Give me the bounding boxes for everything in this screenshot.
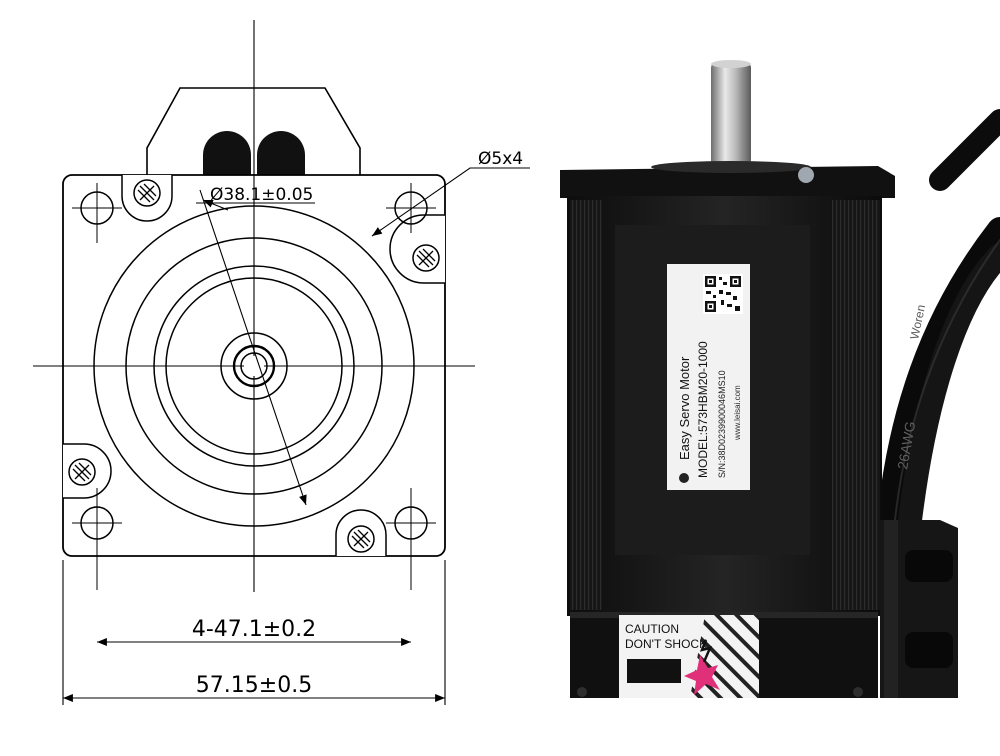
shock-warning-icon [684,655,720,695]
connector-plug-left [203,131,251,175]
front-view-drawing [33,20,530,705]
dim-hole-diameter: Ø5x4 [478,149,523,169]
label-model: MODEL:573HBM20-1000 [696,341,710,478]
dim-flange-width: 57.15±0.5 [196,673,312,698]
connector-plug-right [257,131,305,175]
motor-shaft [711,62,751,166]
dim-hole-spacing: 4-47.1±0.2 [192,617,316,642]
label-brand: Easy Servo Motor [677,356,692,460]
diameter-leader [199,189,307,506]
caution-line-2: DON'T SHOCK [625,637,707,651]
motor-cables [877,109,1000,533]
dimension-lines [62,560,446,705]
hole-leader [371,167,530,237]
label-website: www.leisai.com [733,385,742,441]
caution-line-1: CAUTION [625,622,679,636]
qr-code-icon [703,274,743,314]
connector-housing [146,87,361,175]
center-lines [33,20,475,592]
label-serial: S/N:38D0239900046MS10 [717,370,727,478]
screw-boss-top [121,175,173,222]
screw-heads [68,179,440,553]
hole-centerlines [72,183,436,590]
motor-photo: Woren 26AWG Easy Servo Motor [560,60,1000,698]
brand-logo-icon [679,473,689,483]
dim-circle-diameter: Ø38.1±0.05 [210,185,313,205]
